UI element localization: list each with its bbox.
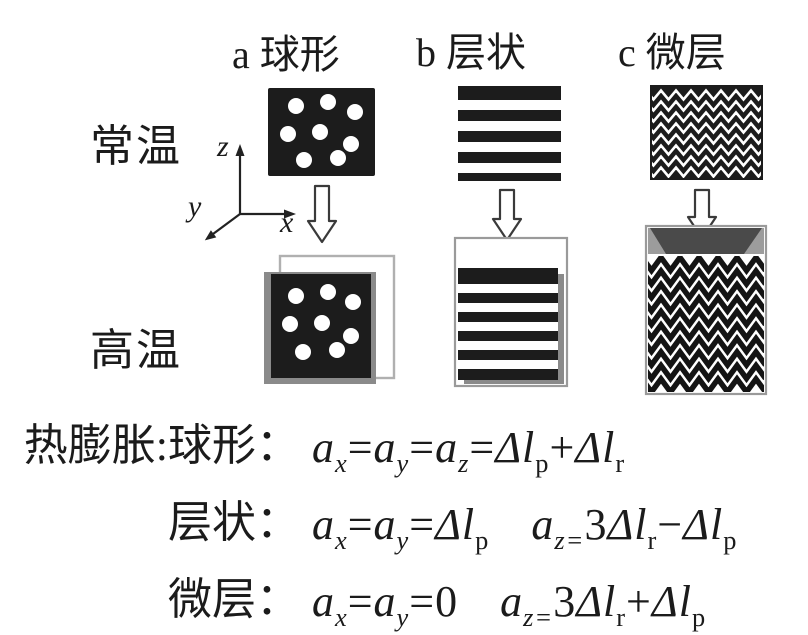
equation-microlayer-label: 微层： [168, 575, 300, 624]
panel-microlayer-high-temp [644, 224, 768, 396]
header-layered: b 层状 [416, 30, 526, 75]
equation-layered-label: 层状： [168, 498, 300, 547]
axis-label-z: z [217, 130, 229, 163]
equation-spherical: 热膨胀:球形： ax=ay=az=Δlp+Δlr [0, 404, 808, 481]
axis-label-y: y [188, 190, 202, 223]
panel-layered-high-temp [453, 236, 569, 388]
header-spherical: a 球形 [232, 32, 340, 77]
equation-microlayer-math-z: az=3Δlr+Δlp [500, 577, 707, 632]
down-arrow-b-icon [491, 188, 523, 242]
down-arrow-a-icon [306, 184, 338, 244]
morphology-diagram [204, 85, 768, 396]
panel-spherical-high-temp [264, 254, 396, 384]
coordinate-axes-icon [204, 144, 296, 241]
panel-microlayer-room-temp [650, 85, 763, 180]
equation-layered-math-xy: ax=ay=Δlp [312, 500, 490, 555]
equations-block: 热膨胀:球形： ax=ay=az=Δlp+Δlr 层状： ax=ay=Δlp a… [0, 404, 808, 635]
equation-layered: 层状： ax=ay=Δlp az=3Δlr−Δlp [0, 481, 808, 558]
equation-microlayer: 微层： ax=ay=0 az=3Δlr+Δlp [0, 558, 808, 635]
label-room-temp: 常温 [90, 122, 182, 171]
label-high-temp: 高温 [90, 326, 182, 375]
equation-spherical-math: ax=ay=az=Δlp+Δlr [312, 423, 626, 478]
equation-spherical-label: 热膨胀:球形： [23, 421, 300, 470]
equation-layered-math-z: az=3Δlr−Δlp [531, 500, 738, 555]
equation-microlayer-math-xy: ax=ay=0 [312, 577, 459, 632]
panel-spherical-room-temp [268, 88, 375, 176]
header-microlayer: c 微层 [618, 30, 726, 75]
panel-layered-room-temp [458, 86, 561, 181]
